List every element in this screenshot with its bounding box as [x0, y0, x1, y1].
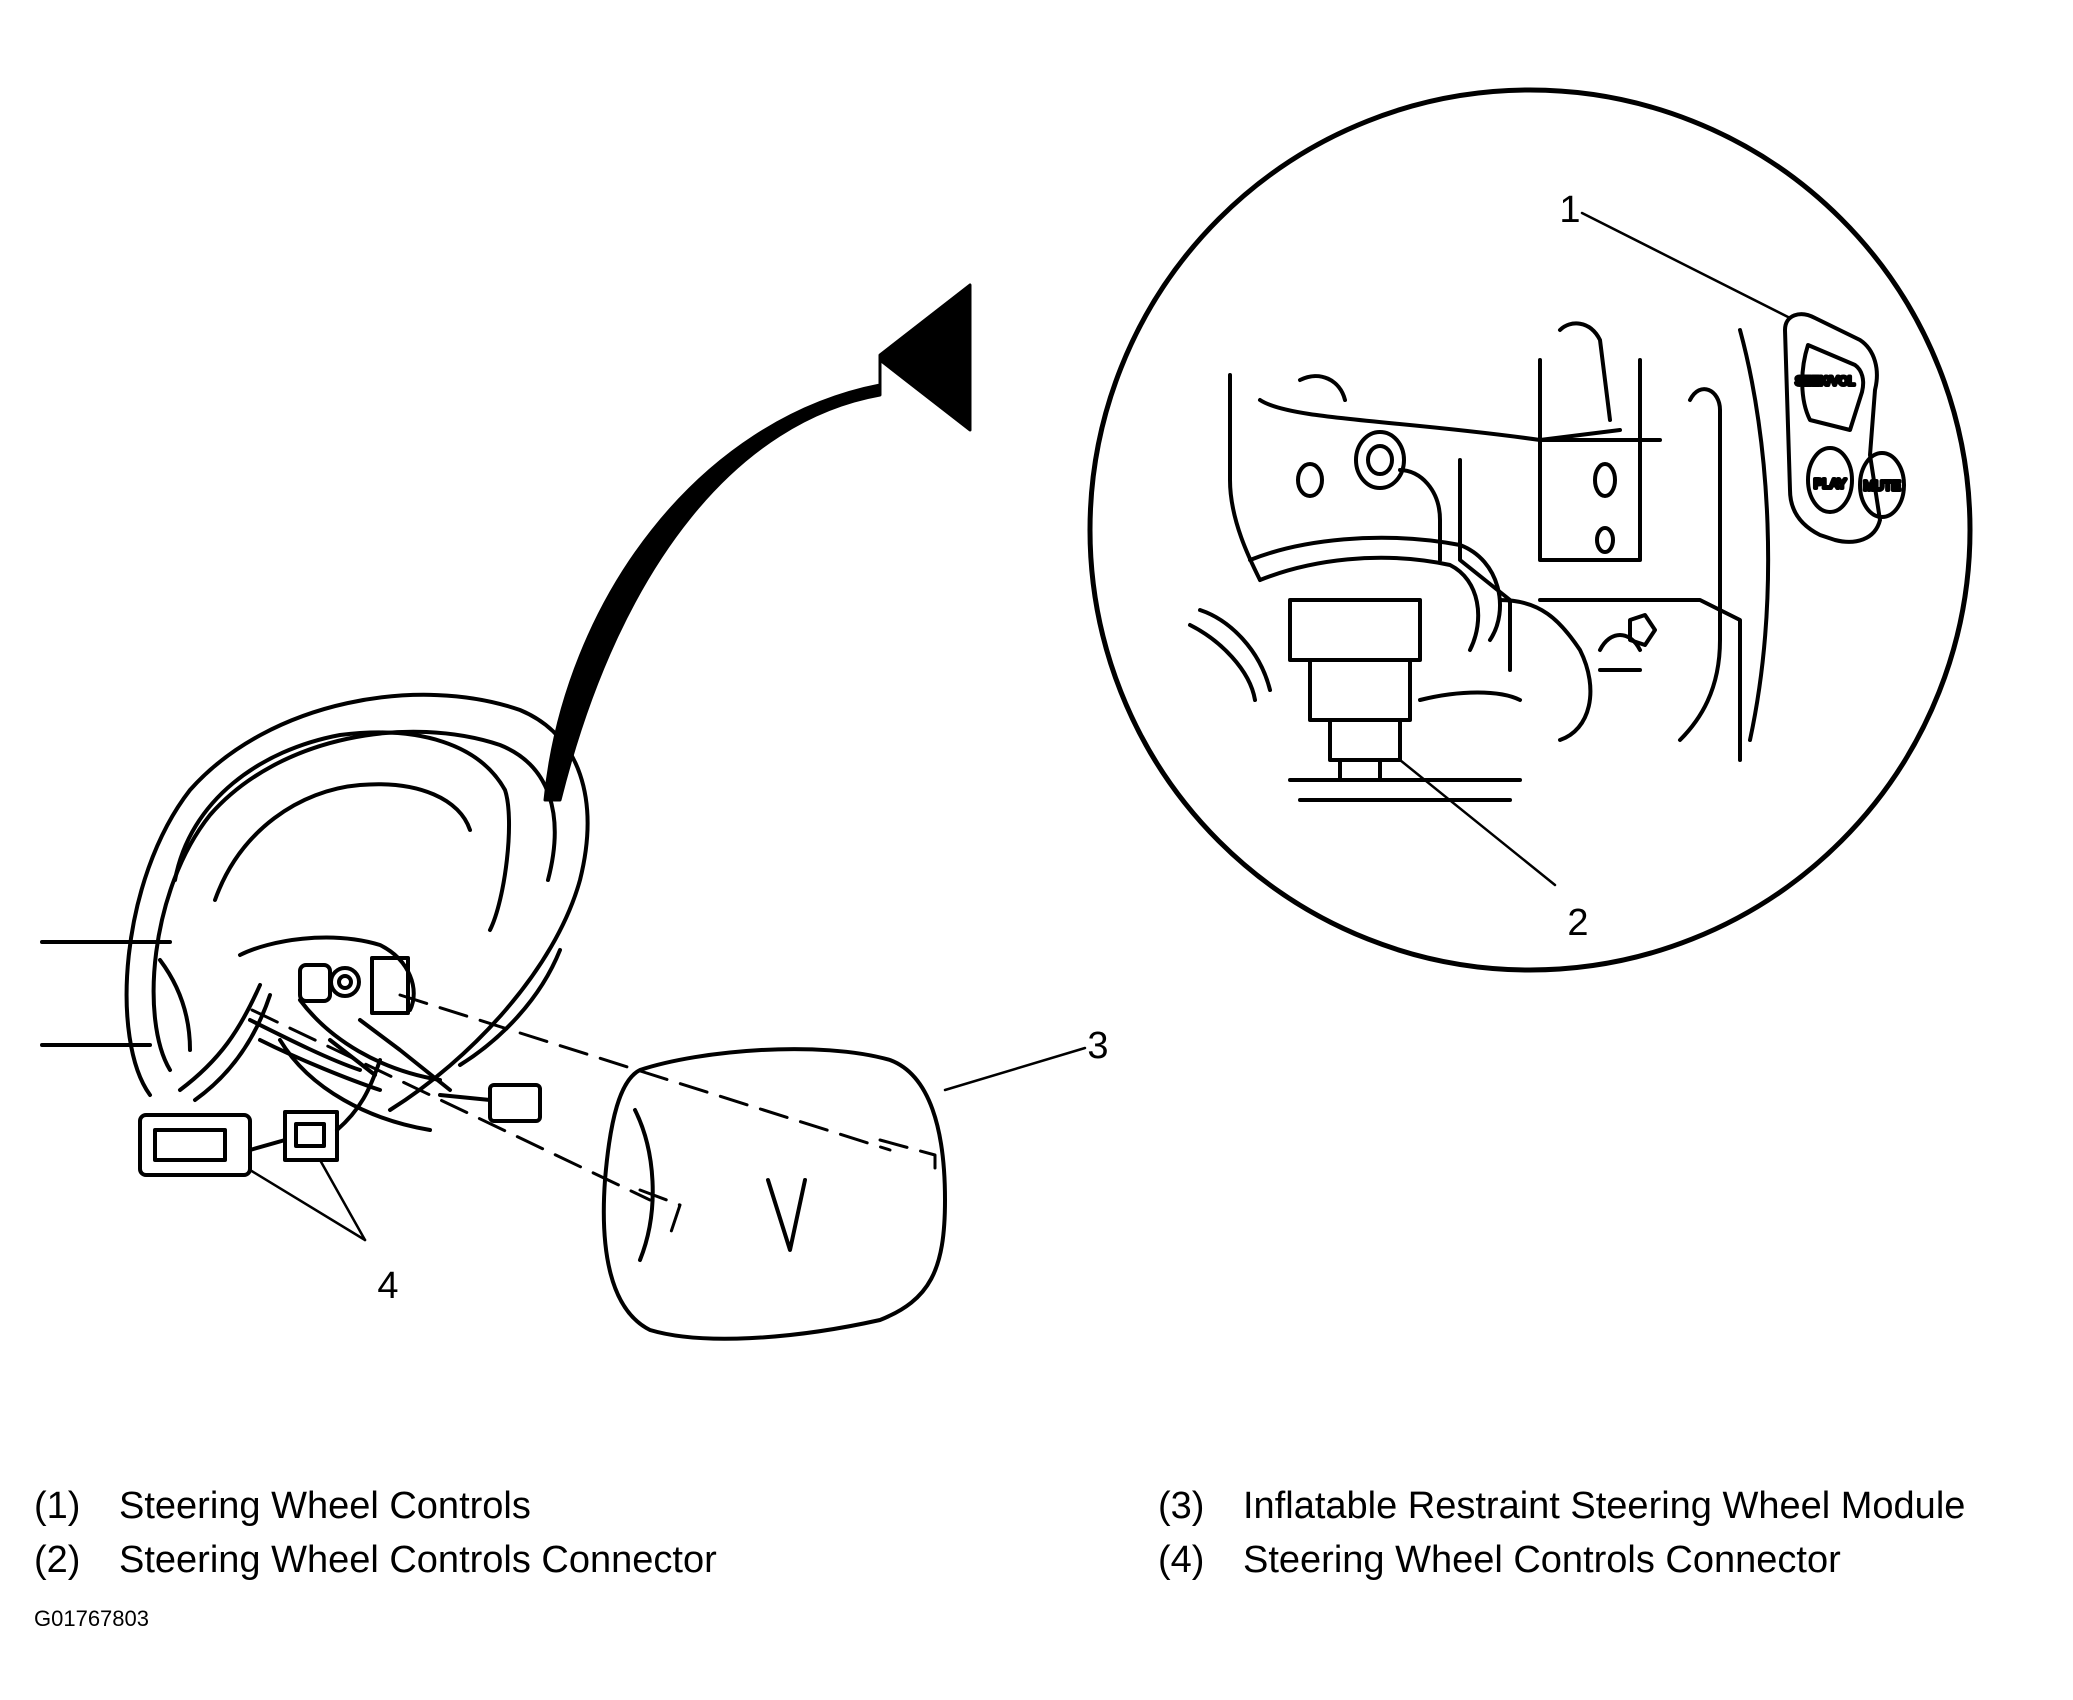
legend-number: (3)	[1158, 1485, 1205, 1527]
detail-view-circle	[1087, 87, 1973, 973]
inflatable-restraint-module-3	[601, 1047, 947, 1341]
legend-text: Steering Wheel Controls	[119, 1485, 531, 1527]
mute-button-label: MUTE	[1864, 478, 1901, 493]
detail-transition-arrow	[543, 283, 972, 802]
steering-wheel-controls-connectors-4	[138, 983, 542, 1177]
legend-number: (1)	[34, 1485, 81, 1527]
module-alignment-lines	[250, 993, 937, 1237]
play-button-label: PLAY	[1814, 476, 1847, 491]
callout-3: 3	[1087, 1025, 1108, 1067]
detail-view-harness	[1188, 321, 1771, 802]
legend-item-4: (4) Steering Wheel Controls Connector	[1158, 1533, 1965, 1587]
leader-lines	[248, 211, 1792, 1242]
steering-column	[40, 940, 172, 1047]
legend-text: Steering Wheel Controls Connector	[1243, 1539, 1841, 1581]
callout-1: 1	[1559, 189, 1580, 231]
figure-id: G01767803	[34, 1606, 149, 1631]
steering-wheel	[124, 692, 590, 1132]
legend-number: (2)	[34, 1539, 81, 1581]
legend-text: Inflatable Restraint Steering Wheel Modu…	[1243, 1485, 1966, 1527]
callout-2: 2	[1567, 902, 1588, 944]
callout-4: 4	[377, 1265, 398, 1307]
steering-wheel-controls-diagram: SEEK/VOL PLAY MUTE 1 2 3 4	[40, 87, 1973, 1341]
legend-item-2: (2) Steering Wheel Controls Connector	[34, 1533, 717, 1587]
legend-number: (4)	[1158, 1539, 1205, 1581]
seek-vol-button-label: SEEK/VOL	[1795, 374, 1855, 388]
legend-left-column: (1) Steering Wheel Controls (2) Steering…	[34, 1479, 717, 1587]
legend-item-3: (3) Inflatable Restraint Steering Wheel …	[1158, 1479, 1965, 1533]
legend-right-column: (3) Inflatable Restraint Steering Wheel …	[1158, 1479, 1965, 1587]
steering-wheel-controls-switch-1	[1783, 312, 1906, 544]
steering-wheel-hub	[238, 935, 452, 1092]
legend-item-1: (1) Steering Wheel Controls	[34, 1479, 717, 1533]
legend-text: Steering Wheel Controls Connector	[119, 1539, 717, 1581]
